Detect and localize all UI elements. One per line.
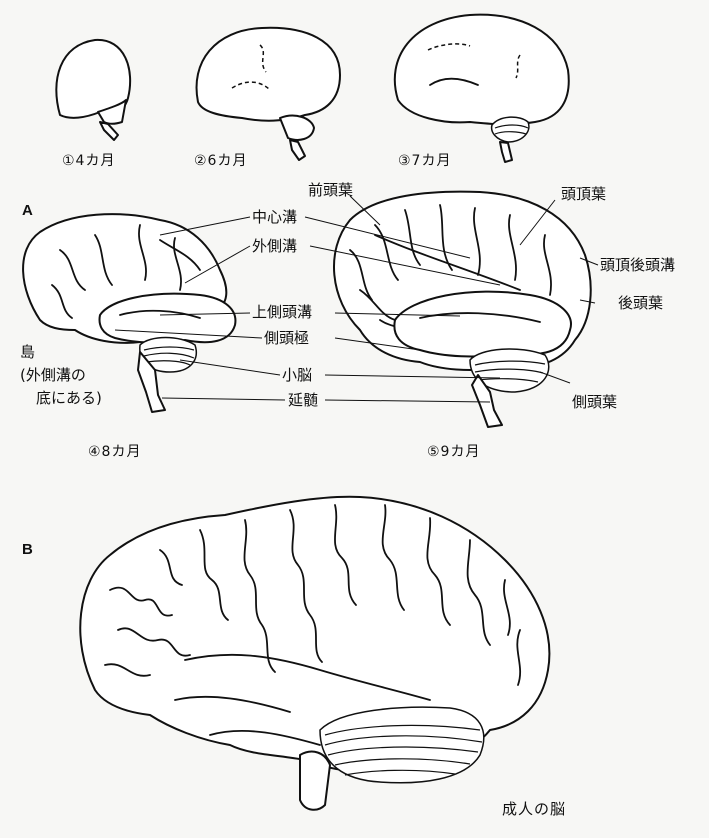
stage-4-months: ①4カ月 bbox=[62, 150, 115, 170]
brain-9-months bbox=[334, 192, 591, 427]
stage-7-months: ③7カ月 bbox=[398, 150, 451, 170]
label-insula-note-2: 底にある) bbox=[36, 391, 102, 406]
label-parieto-occipital-sulcus: 頭頂後頭溝 bbox=[600, 258, 675, 273]
label-insula-note-1: (外側溝の bbox=[20, 368, 86, 383]
label-superior-temporal-sulcus: 上側頭溝 bbox=[252, 305, 312, 320]
label-lateral-sulcus: 外側溝 bbox=[252, 239, 297, 254]
section-b: B bbox=[22, 541, 33, 558]
label-temporal-lobe: 側頭葉 bbox=[572, 395, 617, 410]
label-medulla: 延髄 bbox=[288, 393, 318, 408]
adult-brain bbox=[80, 497, 549, 810]
label-frontal-lobe: 前頭葉 bbox=[308, 183, 353, 198]
section-a: A bbox=[22, 202, 33, 219]
stage-6-months: ②6カ月 bbox=[194, 150, 247, 170]
label-insula: 島 bbox=[20, 345, 35, 360]
stage-9-months: ⑤9カ月 bbox=[427, 441, 480, 461]
brain-6-months bbox=[197, 28, 340, 160]
adult-brain-caption: 成人の脳 bbox=[502, 798, 566, 819]
label-temporal-pole: 側頭極 bbox=[264, 331, 309, 346]
label-occipital-lobe: 後頭葉 bbox=[618, 296, 663, 311]
brain-7-months bbox=[395, 15, 569, 162]
stage-8-months: ④8カ月 bbox=[88, 441, 141, 461]
label-cerebellum: 小脳 bbox=[282, 368, 312, 383]
label-parietal-lobe: 頭頂葉 bbox=[561, 187, 606, 202]
brain-4-months bbox=[56, 40, 130, 140]
label-central-sulcus: 中心溝 bbox=[252, 210, 297, 225]
